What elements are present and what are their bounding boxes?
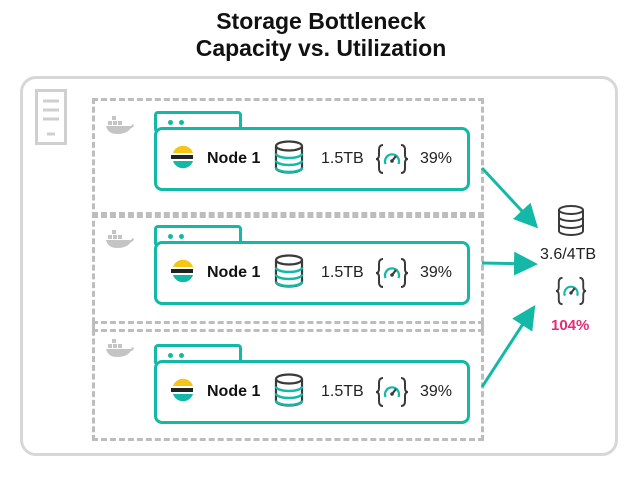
title-line-2: Capacity vs. Utilization: [195, 35, 447, 61]
container-host: Node 1 1.5TB 39%: [92, 321, 484, 441]
total-utilization: 104%: [551, 317, 590, 334]
gauge-icon: [375, 144, 409, 174]
node-card: Node 1 1.5TB 39%: [154, 127, 470, 191]
arrow-node-3: [480, 304, 536, 388]
node-name: Node 1: [207, 150, 261, 167]
arrow-node-1: [480, 166, 539, 229]
total-gauge-icon: [555, 276, 587, 306]
diagram-title: Storage Bottleneck Capacity vs. Utilizat…: [0, 8, 642, 62]
database-icon: [274, 254, 304, 288]
elasticsearch-logo-icon: [171, 259, 193, 283]
elasticsearch-logo-icon: [171, 378, 193, 402]
docker-whale-icon: [106, 116, 134, 134]
database-icon: [274, 373, 304, 407]
docker-whale-icon: [106, 230, 134, 248]
node-capacity: 1.5TB: [321, 383, 364, 400]
total-database-icon: [558, 205, 584, 236]
node-capacity: 1.5TB: [321, 264, 364, 281]
server-icon: [35, 89, 67, 145]
gauge-icon: [375, 377, 409, 407]
node-capacity: 1.5TB: [321, 150, 364, 167]
node-card: Node 1 1.5TB 39%: [154, 241, 470, 305]
node-utilization: 39%: [420, 150, 453, 167]
node-name: Node 1: [207, 264, 261, 281]
database-icon: [274, 140, 304, 174]
title-line-1: Storage Bottleneck: [216, 8, 426, 34]
container-host: Node 1 1.5TB 39%: [92, 212, 484, 332]
container-host: Node 1 1.5TB 39%: [92, 98, 484, 218]
node-utilization: 39%: [420, 383, 453, 400]
total-capacity: 3.6/4TB: [540, 246, 597, 263]
elasticsearch-logo-icon: [171, 145, 193, 169]
node-utilization: 39%: [420, 264, 453, 281]
docker-whale-icon: [106, 339, 134, 357]
cluster-frame: [20, 76, 618, 456]
node-name: Node 1: [207, 383, 261, 400]
arrow-node-2: [481, 251, 538, 276]
node-card: Node 1 1.5TB 39%: [154, 360, 470, 424]
gauge-icon: [375, 258, 409, 288]
